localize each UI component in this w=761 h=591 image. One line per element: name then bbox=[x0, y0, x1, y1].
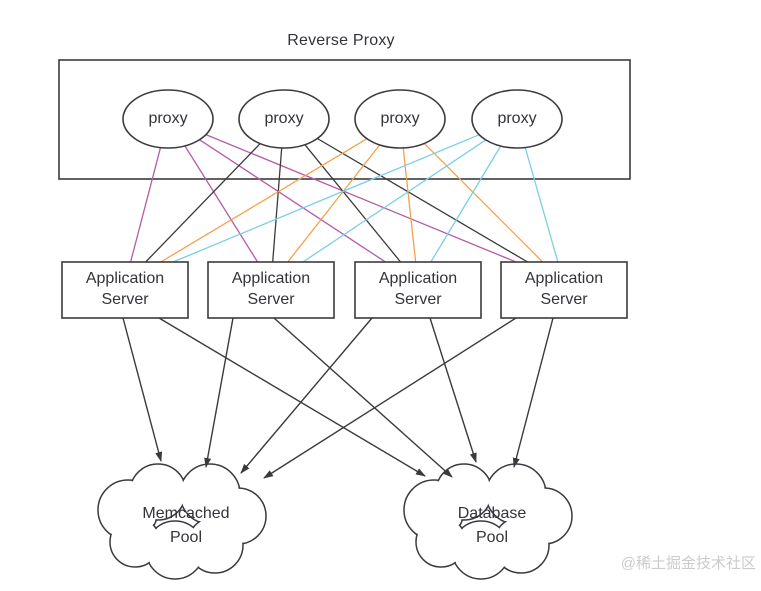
app-server-label: Application Server bbox=[355, 268, 481, 310]
database-pool-label: Database Pool bbox=[417, 502, 567, 550]
proxy-node bbox=[471, 89, 563, 149]
app-server-box bbox=[500, 261, 628, 319]
proxy-node-label: proxy bbox=[380, 110, 420, 127]
pool-label-line: Pool bbox=[475, 529, 509, 546]
reverse-proxy-box bbox=[58, 59, 631, 180]
pool-cloud-fill bbox=[453, 522, 509, 578]
proxy-app-link bbox=[302, 139, 487, 263]
proxy-node-label: proxy bbox=[264, 110, 304, 127]
proxy-app-link bbox=[402, 147, 417, 263]
pool-label-line: Memcached bbox=[142, 505, 230, 522]
proxy-app-link bbox=[423, 142, 544, 263]
app-server-label-line: Server bbox=[247, 291, 295, 308]
pool-label-line: Pool bbox=[169, 529, 203, 546]
proxy-app-link bbox=[272, 147, 283, 263]
proxy-app-link bbox=[524, 147, 559, 263]
app-server-label-line: Application bbox=[524, 270, 604, 287]
app-server-box bbox=[61, 261, 189, 319]
proxy-app-link bbox=[199, 139, 386, 263]
app-pool-arrow bbox=[158, 317, 426, 477]
app-pool-arrow bbox=[122, 317, 163, 462]
app-pool-arrow bbox=[263, 317, 517, 479]
app-pool-arrow bbox=[204, 317, 234, 468]
proxy-node bbox=[122, 89, 214, 149]
pool-label-line: Database bbox=[457, 505, 527, 522]
app-server-label-line: Server bbox=[394, 291, 442, 308]
app-server-label: Application Server bbox=[501, 268, 627, 310]
proxy-node-label: proxy bbox=[148, 110, 188, 127]
proxy-app-link bbox=[160, 138, 368, 263]
app-server-box bbox=[207, 261, 335, 319]
proxy-node bbox=[354, 89, 446, 149]
app-pool-arrow bbox=[273, 317, 453, 478]
app-pool-arrow bbox=[512, 317, 554, 468]
app-server-label: Application Server bbox=[208, 268, 334, 310]
pool-cloud-fill bbox=[111, 518, 159, 566]
proxy-node bbox=[238, 89, 330, 149]
proxy-app-link bbox=[184, 145, 259, 263]
app-server-label-line: Server bbox=[540, 291, 588, 308]
app-server-label-line: Application bbox=[231, 270, 311, 287]
proxy-app-link bbox=[287, 144, 381, 263]
pool-cloud-fill bbox=[417, 518, 465, 566]
app-server-label-line: Application bbox=[85, 270, 165, 287]
app-server-box bbox=[354, 261, 482, 319]
watermark: @稀土掘金技术社区 bbox=[620, 555, 756, 572]
app-server-label-line: Application bbox=[378, 270, 458, 287]
proxy-app-link bbox=[205, 133, 517, 263]
pool-cloud-fill bbox=[437, 465, 491, 519]
proxy-node-label: proxy bbox=[497, 110, 537, 127]
pool-cloud-fill bbox=[147, 522, 203, 578]
proxy-app-link bbox=[304, 144, 402, 263]
app-pool-arrow bbox=[240, 317, 373, 474]
proxy-app-link bbox=[129, 147, 162, 263]
reverse-proxy-title: Reverse Proxy bbox=[287, 32, 395, 49]
proxy-app-link bbox=[172, 134, 480, 263]
app-pool-arrow bbox=[429, 317, 477, 463]
memcached-pool-label: Memcached Pool bbox=[111, 502, 261, 550]
proxy-app-link bbox=[430, 145, 502, 263]
app-server-label-line: Server bbox=[101, 291, 149, 308]
proxy-app-link bbox=[316, 137, 528, 263]
pool-cloud-fill bbox=[131, 465, 185, 519]
app-server-label: Application Server bbox=[62, 268, 188, 310]
proxy-app-link bbox=[145, 143, 261, 263]
